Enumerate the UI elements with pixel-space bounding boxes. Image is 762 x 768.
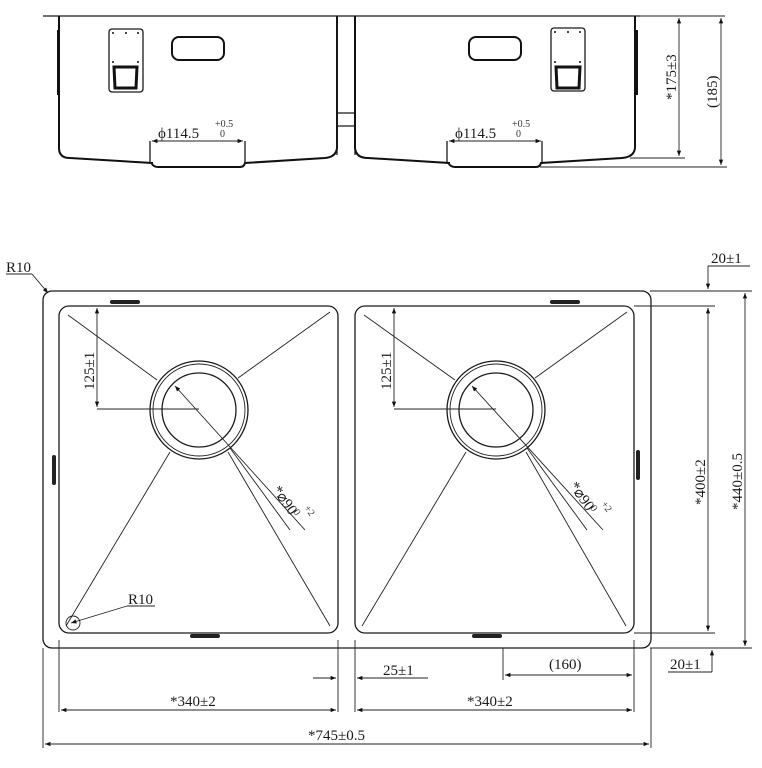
clip-left [52,455,56,485]
left-bowl-width-label: *340±2 [170,694,216,710]
right-drain [446,360,546,460]
right-drain-diameter-tol-lower: 0 [588,503,600,513]
depth-label: *175±3 [664,54,680,100]
clip-bottom-right [472,634,502,638]
clip-bottom-left [190,634,220,638]
mounting-bracket-right [550,27,586,92]
top-view [6,265,752,748]
left-drain-offset-label: 125±1 [82,352,98,390]
outer-flange [42,290,652,649]
overall-width-label: *745±0.5 [308,728,365,744]
left-drain [149,360,249,460]
overall-length-label: *440±0.5 [730,453,746,510]
right-drain-tol-upper: +0.5 [512,119,530,130]
clip-right [636,450,640,480]
top-flange-label: 20±1 [711,251,742,267]
outer-radius-label: R10 [6,260,31,276]
divider-width-label: 25±1 [383,663,414,679]
right-bowl-side [354,16,636,168]
overflow-offset-label: (160) [549,657,582,673]
bottom-flange-label: 20±1 [670,657,701,673]
left-drain-tol-upper: +0.5 [215,119,233,130]
right-drain-offset-label: 125±1 [379,352,395,390]
right-drain-diameter-label: ϕ114.5 [455,126,496,142]
right-bowl-width-label: *340±2 [467,694,513,710]
right-drain-diameter-tol-upper: +2 [599,499,614,514]
left-drain-diameter-tol-lower: 0 [291,507,303,517]
overall-depth-label: (185) [705,76,721,109]
right-drain-tol-lower: 0 [516,129,521,140]
left-drain-diameter-tol-upper: +2 [302,503,317,518]
overflow-slot-left [171,36,225,61]
left-bowl-side [58,16,338,168]
side-view [43,15,727,168]
clip-top-left [110,300,140,304]
clip-top-right [550,300,580,304]
inner-radius-label: R10 [128,592,153,608]
mounting-bracket-left [108,28,144,93]
overflow-slot-right [468,36,522,61]
left-bowl [58,305,339,634]
left-drain-tol-lower: 0 [220,129,225,140]
bowl-length-label: *400±2 [693,459,709,505]
left-drain-diameter-label: ϕ114.5 [158,126,199,142]
right-bowl [354,305,635,634]
